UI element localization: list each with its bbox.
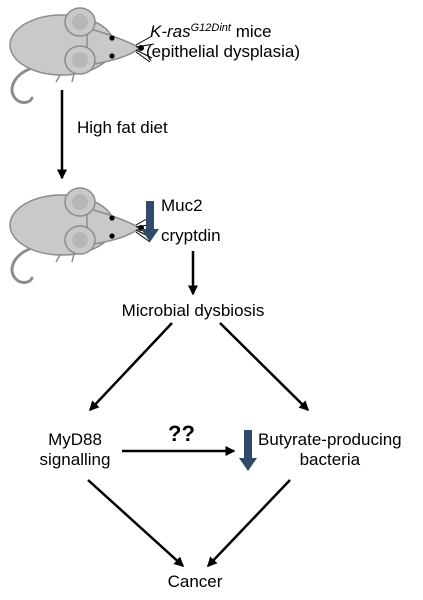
down-arrow-icon-butyrate	[239, 430, 257, 471]
muc2-label: Muc2	[161, 196, 203, 215]
cancer-label: Cancer	[167, 572, 223, 591]
butyrate-label: Butyrate-producing bacteria	[258, 430, 402, 470]
myd88-to-cancer-arrow	[87, 479, 185, 568]
cryptdin-label: cryptdin	[161, 226, 221, 245]
mouse-icon-bottom	[8, 186, 156, 284]
myd88-label: MyD88 signalling	[20, 430, 130, 470]
unknown-link-label: ??	[168, 421, 195, 446]
dysbiosis-to-butyrate-arrow	[219, 322, 310, 412]
butyrate-line2: bacteria	[299, 450, 361, 469]
diet-label: High fat diet	[77, 118, 168, 137]
butyrate-line1: Butyrate-producing	[258, 430, 402, 449]
butyrate-to-cancer-arrow	[206, 479, 291, 568]
myd88-line1: MyD88	[48, 430, 102, 449]
model-phenotype: (epithelial dysplasia)	[146, 42, 301, 61]
model-label: K-rasG12Dint mice	[150, 18, 272, 42]
dysbiosis-to-myd88-arrow	[88, 322, 173, 412]
model-suffix: mice	[230, 22, 272, 41]
mouse-icon-top	[8, 6, 156, 104]
model-allele: G12Dint	[190, 22, 231, 34]
myd88-line2: signalling	[39, 450, 111, 469]
dysbiosis-label: Microbial dysbiosis	[121, 301, 265, 320]
down-arrow-icon-muc2	[141, 201, 159, 242]
model-gene: K-ras	[150, 22, 191, 41]
